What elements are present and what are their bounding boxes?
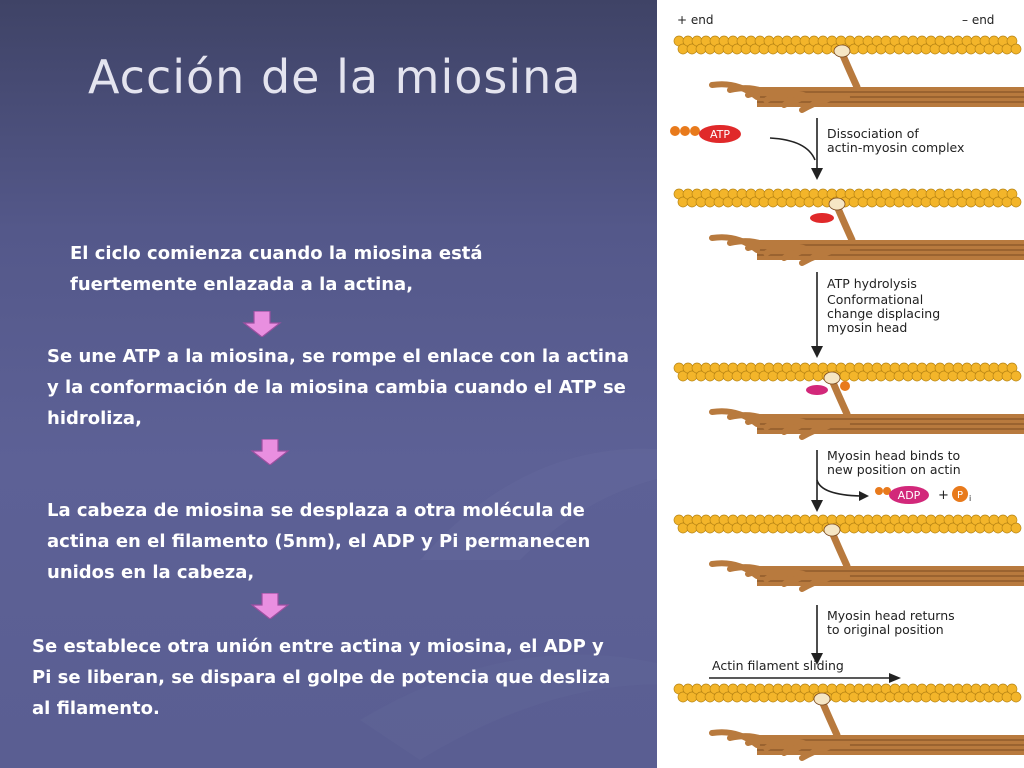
step-label-hydrolysis: ATP hydrolysis Conformational change dis… <box>827 276 944 335</box>
atp-label: ATP <box>710 128 730 141</box>
step-label-dissociation: Dissociation of actin-myosin complex <box>827 126 964 155</box>
down-arrow-icon <box>250 593 290 619</box>
atp-molecule-icon: ATP <box>670 125 741 143</box>
adp-pi-release-icon: ADP + P i <box>875 486 971 504</box>
actin-myosin-filament <box>673 188 1024 266</box>
actin-sliding-label: Actin filament sliding <box>712 658 844 673</box>
step-label-binds: Myosin head binds to new position on act… <box>827 448 964 477</box>
actin-myosin-filament <box>673 35 1024 113</box>
actin-myosin-filament <box>673 514 1024 592</box>
pi-subscript: i <box>969 494 971 503</box>
step-text-4: Se establece otra unión entre actina y m… <box>32 636 611 719</box>
step-text-2: Se une ATP a la miosina, se rompe el enl… <box>47 346 629 429</box>
step-text-3: La cabeza de miosina se desplaza a otra … <box>47 500 591 583</box>
actin-myosin-filament <box>673 683 1024 761</box>
actin-myosin-filament <box>673 362 1024 440</box>
slide-title: Acción de la miosina <box>88 50 582 104</box>
down-arrow-icon <box>250 439 290 465</box>
plus-sign: + <box>938 488 949 503</box>
plus-end-label: + end <box>677 13 713 27</box>
minus-end-label: – end <box>962 13 994 27</box>
down-arrow-icon <box>242 311 282 337</box>
step-text-1: El ciclo comienza cuando la miosina está… <box>70 243 483 295</box>
step-label-returns: Myosin head returns to original position <box>827 608 959 637</box>
myosin-cycle-figure: + end – end <box>657 0 1024 768</box>
pi-label: P <box>957 490 963 501</box>
adp-label: ADP <box>898 489 921 502</box>
